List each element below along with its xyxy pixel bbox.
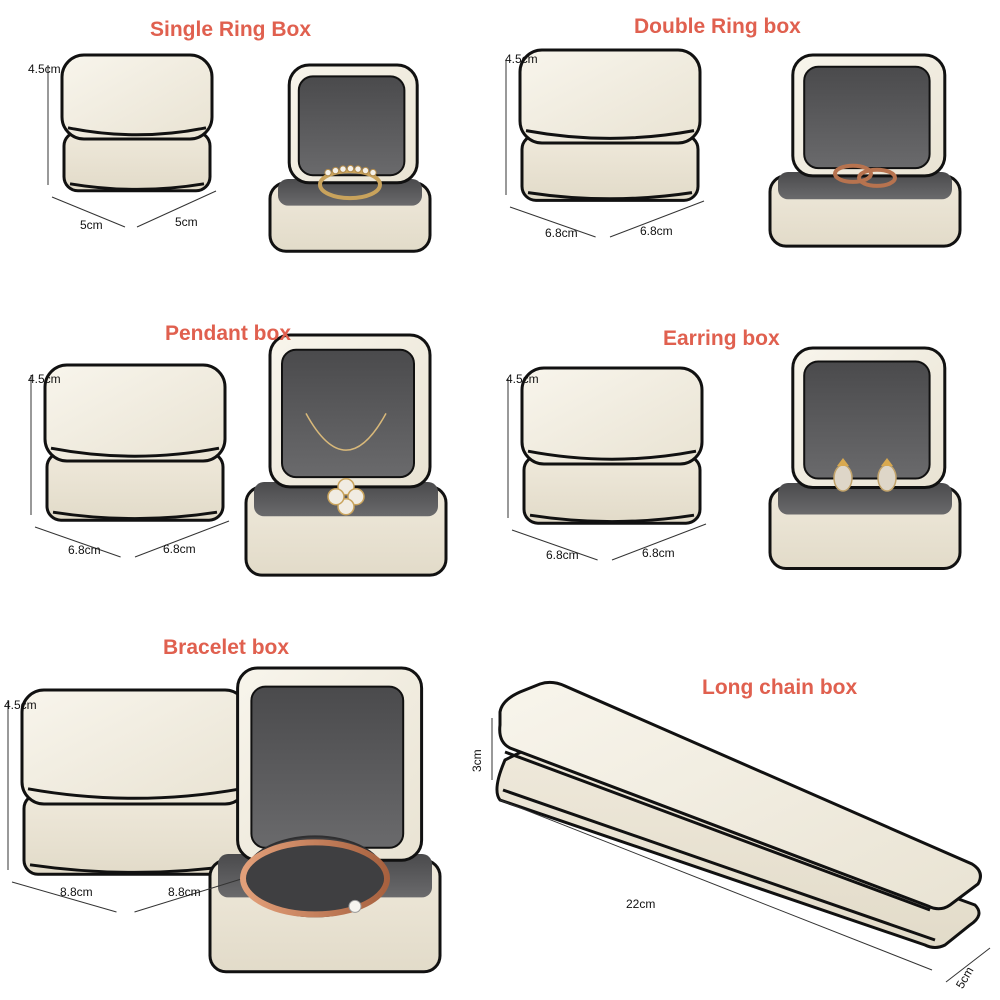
open-box (208, 666, 442, 974)
height-label: 4.5cm (505, 52, 538, 66)
closed-box (518, 48, 702, 202)
panel-title: Pendant box (165, 322, 292, 345)
lid-trim (50, 446, 220, 458)
earring-leaf (881, 458, 893, 466)
width-dimension-line (136, 190, 217, 228)
open-box (768, 53, 962, 248)
depth-dimension-line (51, 196, 126, 228)
bracelet-charm (348, 899, 362, 913)
earring (833, 464, 853, 492)
box-lid (498, 680, 982, 911)
base-trim (502, 788, 936, 942)
length-label: 22cm (626, 897, 656, 911)
lid-trim (27, 787, 242, 800)
base-trim (527, 191, 693, 201)
width-label: 5cm (175, 215, 198, 229)
width-dimension-line (134, 875, 252, 913)
box-base (522, 454, 702, 525)
long-chain-box (495, 680, 982, 949)
width-dimension-line (134, 520, 230, 558)
base-trim (52, 510, 218, 521)
depth-label: 6.8cm (546, 548, 579, 562)
lid-interior (281, 348, 415, 479)
width-label: 6.8cm (163, 542, 196, 556)
box-lid (60, 53, 214, 141)
lid-interior (803, 65, 931, 170)
ring-stone (331, 166, 340, 175)
earring-leaf (837, 458, 849, 466)
box-base (495, 743, 981, 949)
depth-label: 6.8cm (68, 543, 101, 557)
width-label: 6.8cm (640, 224, 673, 238)
width-dimension-line (611, 523, 707, 561)
height-label: 4.5cm (506, 372, 539, 386)
velvet-tray (778, 483, 952, 515)
box-base (520, 133, 700, 202)
velvet-tray (278, 179, 422, 206)
box-lid (43, 363, 227, 463)
lid-trim (525, 129, 695, 140)
ring-stone (346, 164, 355, 173)
ring-stone (324, 168, 332, 177)
panel-title: Double Ring box (634, 15, 801, 38)
ring-stone (369, 168, 377, 177)
panel-title: Single Ring Box (150, 18, 312, 41)
width-dimension-line (609, 200, 705, 238)
ring-jewel (833, 163, 873, 184)
closed-box (43, 363, 227, 522)
height-label: 4.5cm (28, 62, 61, 76)
box-base (22, 793, 247, 876)
lid-trim (67, 126, 207, 137)
depth-label: 5cm (80, 218, 103, 232)
box-lid (520, 366, 704, 466)
lid-interior (297, 75, 406, 177)
depth-dimension-line (509, 206, 596, 238)
depth-dimension-line (511, 529, 598, 561)
ring-stone (339, 165, 347, 173)
depth-dimension-line (11, 881, 117, 913)
depth-label: 8.8cm (60, 885, 93, 899)
lid-interior (803, 360, 931, 480)
necklace-chain (305, 413, 387, 451)
box-lid (518, 48, 702, 145)
lid-trim (527, 449, 697, 461)
open-box (768, 346, 962, 570)
ring-stone (354, 165, 362, 173)
depth-dimension-line (34, 526, 121, 558)
panel-title: Bracelet box (163, 636, 290, 659)
clover-petal (327, 487, 345, 506)
earring (877, 464, 897, 492)
lid-trim (504, 750, 931, 912)
ring-jewel (857, 167, 897, 188)
panel-title: Long chain box (702, 676, 858, 699)
open-box (268, 63, 432, 253)
lid-interior (250, 685, 405, 849)
box-lid (20, 688, 249, 806)
closed-box (520, 366, 704, 525)
panel-title: Earring box (663, 327, 780, 350)
base-trim (529, 513, 695, 524)
width-dimension-line (945, 947, 991, 983)
length-dimension-line (499, 799, 933, 971)
depth-label: 6.8cm (545, 226, 578, 240)
box-base (45, 451, 225, 522)
width-label: 6.8cm (642, 546, 675, 560)
ring-stone (361, 166, 370, 175)
bracelet-jewel (240, 839, 390, 918)
closed-box (60, 53, 214, 193)
base-trim (69, 182, 205, 191)
width-label: 8.8cm (168, 885, 201, 899)
closed-box (20, 688, 249, 876)
height-label: 3cm (470, 749, 484, 772)
box-base (62, 130, 212, 193)
height-label: 4.5cm (28, 372, 61, 386)
open-box (244, 333, 448, 577)
height-label: 4.5cm (4, 698, 37, 712)
